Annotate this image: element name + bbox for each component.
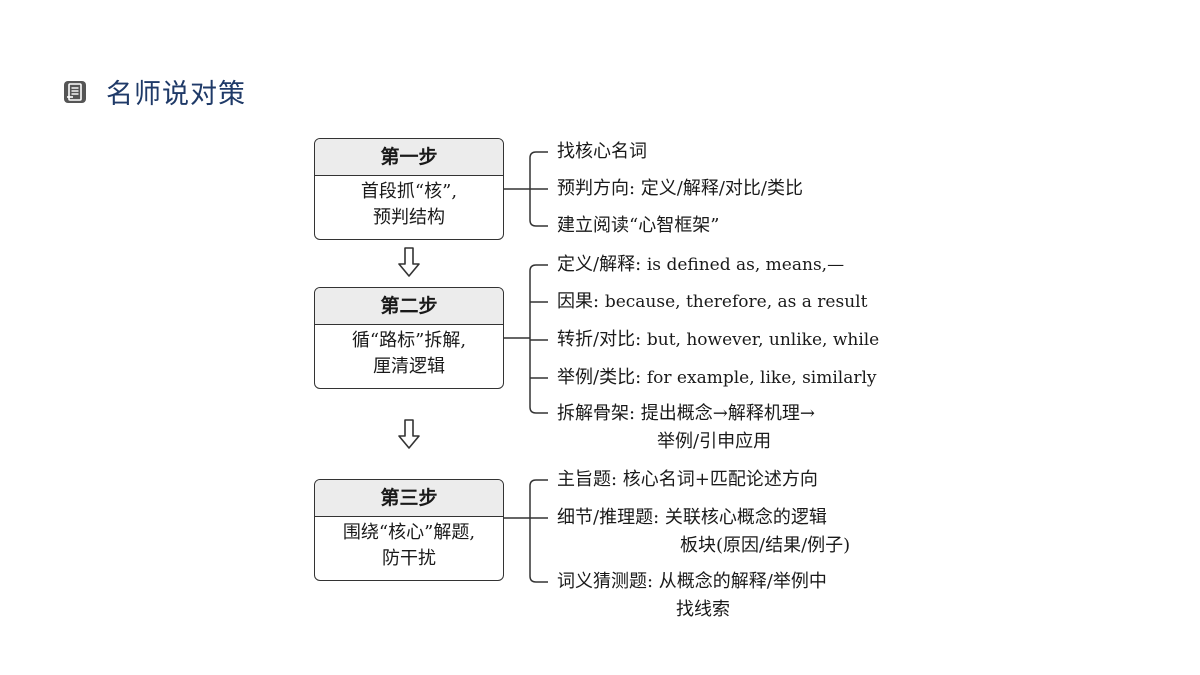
step-3-line-2: 防干扰 [382, 548, 436, 569]
step-2-branch-1-keywords: is defined as, means,— [646, 255, 845, 275]
step-3-title: 第三步 [315, 480, 503, 517]
step-2-branch-5-continuation: 举例/引申应用 [657, 431, 772, 452]
step-1-title: 第一步 [315, 139, 503, 176]
document-icon [64, 81, 86, 103]
step-3-line-1: 围绕“核心”解题, [342, 522, 476, 543]
step-2-branch-5: 拆解骨架: 提出概念→解释机理→ [557, 403, 815, 424]
step-2-branch-2-keywords: because, therefore, as a result [604, 292, 868, 312]
step-3-branch-2-continuation: 板块(原因/结果/例子) [680, 535, 851, 556]
step-3-branch-2: 细节/推理题: 关联核心概念的逻辑 [557, 507, 827, 528]
step-2-branch-1: 定义/解释: is defined as, means,— [557, 252, 844, 278]
step-2-title: 第二步 [315, 288, 503, 325]
step-1-line-1: 首段抓“核”, [360, 181, 458, 202]
step-1-box: 第一步 首段抓“核”, 预判结构 [314, 138, 504, 240]
step-2-branch-4-keywords: for example, like, similarly [646, 368, 877, 388]
page-title: 名师说对策 [106, 79, 246, 110]
bracket-step-2 [529, 264, 537, 414]
step-2-branch-2-label: 因果: [557, 291, 600, 312]
step-3-branch-3-continuation: 找线索 [676, 599, 730, 620]
step-1-body: 首段抓“核”, 预判结构 [315, 176, 503, 231]
step-1-line-2: 预判结构 [373, 207, 445, 228]
step-2-line-2: 厘清逻辑 [373, 356, 445, 377]
step-2-box: 第二步 循“路标”拆解, 厘清逻辑 [314, 287, 504, 389]
step-2-branch-1-label: 定义/解释: [557, 254, 642, 275]
step-3-branch-1: 主旨题: 核心名词+匹配论述方向 [557, 469, 818, 490]
step-2-branch-3-keywords: but, however, unlike, while [646, 330, 880, 350]
step-2-branch-3-label: 转折/对比: [557, 329, 642, 350]
step-1-branch-2: 预判方向: 定义/解释/对比/类比 [557, 178, 803, 199]
step-2-body: 循“路标”拆解, 厘清逻辑 [315, 325, 503, 380]
step-1-branch-1: 找核心名词 [557, 141, 647, 162]
step-3-box: 第三步 围绕“核心”解题, 防干扰 [314, 479, 504, 581]
down-arrow-icon [398, 419, 420, 449]
step-2-branch-4-label: 举例/类比: [557, 367, 642, 388]
bracket-step-3 [529, 479, 537, 583]
step-2-line-1: 循“路标”拆解, [351, 330, 467, 351]
step-2-branch-4: 举例/类比: for example, like, similarly [557, 365, 877, 391]
step-2-branch-3: 转折/对比: but, however, unlike, while [557, 327, 879, 353]
step-3-branch-3: 词义猜测题: 从概念的解释/举例中 [557, 571, 827, 592]
step-3-body: 围绕“核心”解题, 防干扰 [315, 517, 503, 572]
step-1-branch-3: 建立阅读“心智框架” [557, 215, 720, 236]
down-arrow-icon [398, 247, 420, 277]
step-2-branch-2: 因果: because, therefore, as a result [557, 289, 867, 315]
